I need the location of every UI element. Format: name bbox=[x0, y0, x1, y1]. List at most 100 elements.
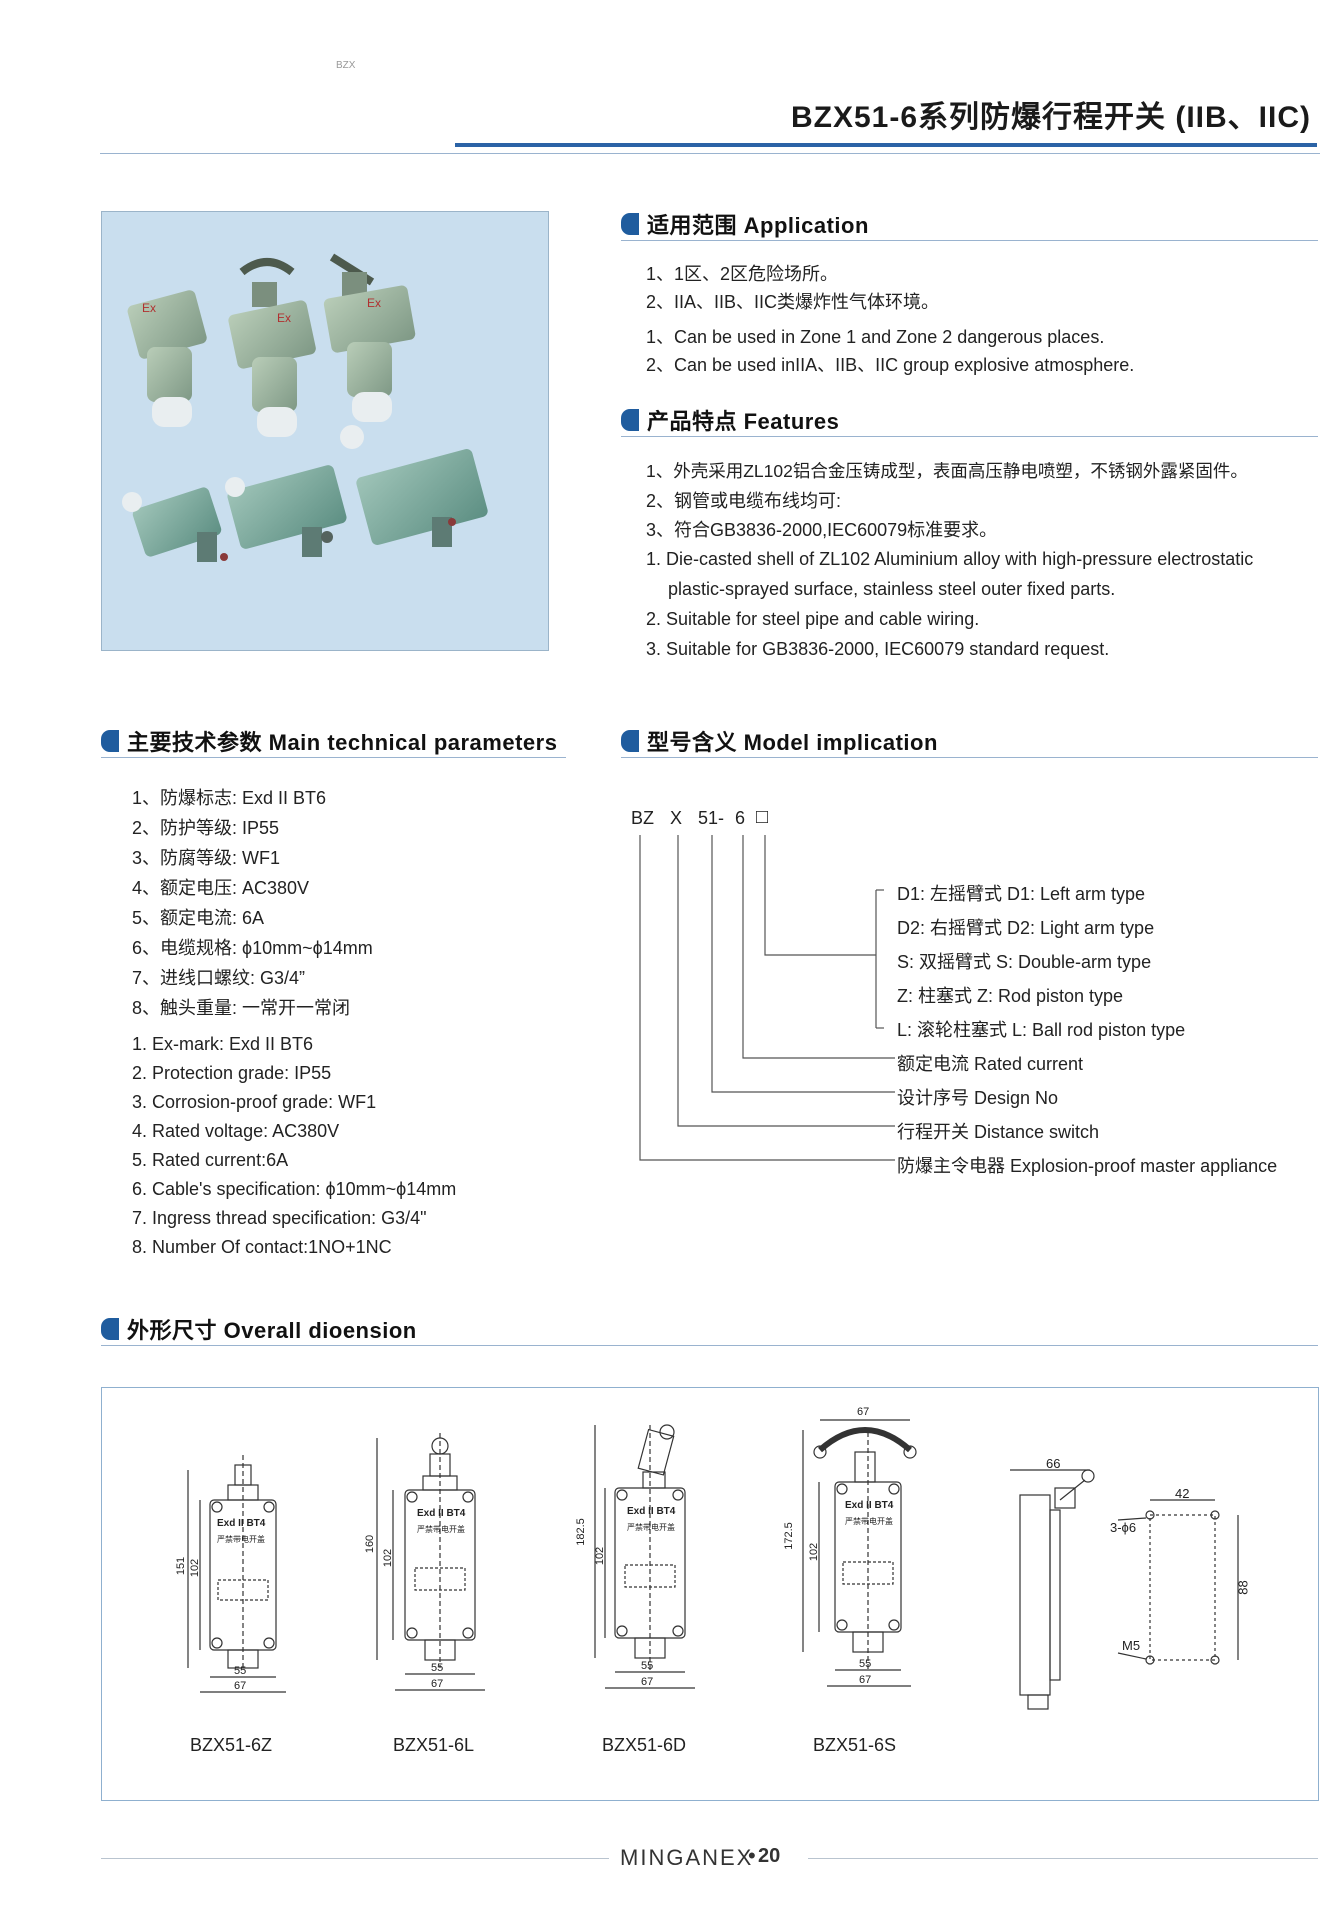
parameters-rule bbox=[101, 757, 566, 758]
model-label-switch: 行程开关 Distance switch bbox=[897, 1122, 1100, 1142]
parameters-en-list: 1. Ex-mark: Exd II BT6 2. Protection gra… bbox=[132, 1034, 456, 1266]
svg-text:Ex: Ex bbox=[277, 311, 291, 325]
features-title: 产品特点 Features bbox=[647, 409, 840, 434]
param-en-4: 4. Rated voltage: AC380V bbox=[132, 1121, 340, 1141]
dimensions-title: 外形尺寸 Overall dioension bbox=[127, 1318, 417, 1343]
dim-6l-body: 102 bbox=[382, 1548, 395, 1568]
drawing-6l-label: BZX51-6L bbox=[393, 1735, 475, 1755]
switch-3: Ex bbox=[323, 253, 416, 422]
section-marker-icon bbox=[621, 213, 639, 235]
dimensions-rule bbox=[101, 1345, 1318, 1346]
param-en-3: 3. Corrosion-proof grade: WF1 bbox=[132, 1092, 377, 1112]
model-label-appliance: 防爆主令电器 Explosion-proof master appliance bbox=[897, 1156, 1278, 1176]
model-option-l: L: 滚轮柱塞式 L: Ball rod piston type bbox=[897, 1020, 1186, 1040]
switch-6 bbox=[340, 425, 488, 547]
switch-2: Ex bbox=[228, 258, 316, 437]
drawing-6z: 151 102 55 67 Exd II BT4 严禁带电开盖 bbox=[170, 1440, 330, 1710]
section-marker-icon bbox=[101, 730, 119, 752]
plate-6l-sub: 严禁带电开盖 bbox=[417, 1525, 465, 1534]
features-en-3: 3. Suitable for GB3836-2000, IEC60079 st… bbox=[646, 639, 1110, 659]
dimensions-heading: 外形尺寸 Overall dioension bbox=[101, 1313, 417, 1345]
dim-6l-inner: 55 bbox=[431, 1662, 444, 1674]
application-heading: 适用范围 Application bbox=[621, 208, 869, 240]
dim-6d-outer: 67 bbox=[641, 1676, 654, 1688]
drawing-6s-label: BZX51-6S bbox=[813, 1735, 897, 1755]
param-cn-8: 8、触头重量: 一常开一常闭 bbox=[132, 998, 351, 1018]
param-cn-1: 1、防爆标志: Exd II BT6 bbox=[132, 788, 327, 808]
application-en-1: 1、Can be used in Zone 1 and Zone 2 dange… bbox=[646, 327, 1105, 347]
model-options: D1: 左摇臂式 D1: Left arm type D2: 右摇臂式 D2: … bbox=[897, 880, 1185, 1050]
side-hole-w: 42 bbox=[1175, 1486, 1190, 1501]
dimension-drawings-panel bbox=[101, 1387, 1319, 1801]
param-en-1: 1. Ex-mark: Exd II BT6 bbox=[132, 1034, 314, 1054]
dim-6z-inner: 55 bbox=[234, 1665, 247, 1677]
switch-5 bbox=[225, 465, 347, 557]
model-labels: 额定电流 Rated current 设计序号 Design No 行程开关 D… bbox=[897, 1050, 1277, 1186]
model-label-design: 设计序号 Design No bbox=[897, 1088, 1059, 1108]
parameters-cn-list: 1、防爆标志: Exd II BT6 2、防护等级: IP55 3、防腐等级: … bbox=[132, 784, 373, 1024]
dim-6d-total: 182.5 bbox=[574, 1518, 587, 1546]
dim-6z-body: 102 bbox=[189, 1558, 202, 1578]
footer-brand: MINGANEX bbox=[620, 1845, 754, 1870]
side-screw: M5 bbox=[1122, 1638, 1141, 1653]
features-cn-1: 1、外壳采用ZL102铝合金压铸成型，表面高压静电喷塑，不锈钢外露紧固件。 bbox=[646, 461, 1248, 481]
param-cn-3: 3、防腐等级: WF1 bbox=[132, 848, 281, 868]
features-en-1: 1. Die-casted shell of ZL102 Aluminium a… bbox=[646, 549, 1254, 569]
plate-6d: Exd II BT4 bbox=[627, 1506, 676, 1517]
drawing-6d-label: BZX51-6D bbox=[602, 1735, 687, 1755]
drawing-side-view: 66 42 88 3-ϕ6 M5 bbox=[1000, 1450, 1270, 1720]
product-photo: Ex Ex Ex bbox=[101, 211, 549, 651]
parameters-heading: 主要技术参数 Main technical parameters bbox=[101, 725, 557, 757]
side-hole-h: 88 bbox=[1235, 1580, 1251, 1595]
model-option-d2: D2: 右摇臂式 D2: Light arm type bbox=[897, 918, 1155, 938]
features-heading: 产品特点 Features bbox=[621, 404, 839, 436]
page-number: 20 bbox=[758, 1845, 781, 1867]
param-cn-4: 4、额定电压: AC380V bbox=[132, 878, 310, 898]
param-cn-5: 5、额定电流: 6A bbox=[132, 908, 265, 928]
plate-6l: Exd II BT4 bbox=[417, 1508, 466, 1519]
param-cn-6: 6、电缆规格: ϕ10mm~ϕ14mm bbox=[132, 938, 373, 958]
param-en-8: 8. Number Of contact:1NO+1NC bbox=[132, 1237, 392, 1257]
dim-6s-top: 67 bbox=[857, 1406, 870, 1418]
side-holes: 3-ϕ6 bbox=[1110, 1520, 1137, 1535]
footer-rule-right bbox=[808, 1858, 1318, 1859]
model-option-s: S: 双摇臂式 S: Double-arm type bbox=[897, 952, 1152, 972]
model-label-current: 额定电流 Rated current bbox=[897, 1054, 1084, 1074]
dim-6z-total: 151 bbox=[175, 1556, 188, 1576]
plate-6d-sub: 严禁带电开盖 bbox=[627, 1523, 675, 1532]
title-divider bbox=[100, 153, 1320, 154]
param-en-2: 2. Protection grade: IP55 bbox=[132, 1063, 332, 1083]
plate-6s-sub: 严禁带电开盖 bbox=[845, 1517, 893, 1526]
switch-1: Ex bbox=[127, 290, 207, 427]
dim-6z-outer: 67 bbox=[234, 1680, 247, 1692]
application-en-2: 2、Can be used inIIA、IIB、IIC group explos… bbox=[646, 355, 1135, 375]
dim-6s-outer: 67 bbox=[859, 1674, 872, 1686]
model-code-x: X bbox=[670, 808, 683, 828]
drawing-6z-label: BZX51-6Z bbox=[190, 1735, 273, 1755]
param-en-7: 7. Ingress thread specification: G3/4" bbox=[132, 1208, 427, 1228]
model-code-bz: BZ bbox=[631, 808, 655, 828]
parameters-title: 主要技术参数 Main technical parameters bbox=[127, 730, 558, 755]
param-cn-2: 2、防护等级: IP55 bbox=[132, 818, 280, 838]
application-cn-1: 1、1区、2区危险场所。 bbox=[646, 264, 839, 284]
footer-dot: • bbox=[748, 1843, 756, 1868]
param-cn-7: 7、进线口螺纹: G3/4” bbox=[132, 968, 306, 988]
features-en-1b: plastic-sprayed surface, stainless steel… bbox=[668, 579, 1116, 599]
plate-6z: Exd II BT4 bbox=[217, 1518, 266, 1529]
param-en-6: 6. Cable's specification: ϕ10mm~ϕ14mm bbox=[132, 1179, 457, 1199]
plate-6s: Exd II BT4 bbox=[845, 1500, 894, 1511]
dim-6d-inner: 55 bbox=[641, 1660, 654, 1672]
dim-6l-total: 160 bbox=[364, 1534, 377, 1554]
model-code-6: 6 bbox=[735, 808, 746, 828]
features-en-2: 2. Suitable for steel pipe and cable wir… bbox=[646, 609, 980, 629]
drawing-6d: 182.5 102 55 67 Exd II BT4 严禁带电开盖 bbox=[575, 1420, 735, 1710]
dim-6s-inner: 55 bbox=[859, 1658, 872, 1670]
drawing-6l: 160 102 55 67 Exd II BT4 严禁带电开盖 bbox=[364, 1428, 525, 1710]
side-depth: 66 bbox=[1046, 1456, 1061, 1471]
application-title: 适用范围 Application bbox=[647, 213, 869, 238]
dim-6l-outer: 67 bbox=[431, 1678, 444, 1690]
model-title: 型号含义 Model implication bbox=[647, 730, 938, 755]
svg-text:Ex: Ex bbox=[142, 301, 156, 315]
application-cn-2: 2、IIA、IIB、IIC类爆炸性气体环境。 bbox=[646, 292, 940, 312]
features-cn-3: 3、符合GB3836-2000,IEC60079标准要求。 bbox=[646, 520, 998, 540]
